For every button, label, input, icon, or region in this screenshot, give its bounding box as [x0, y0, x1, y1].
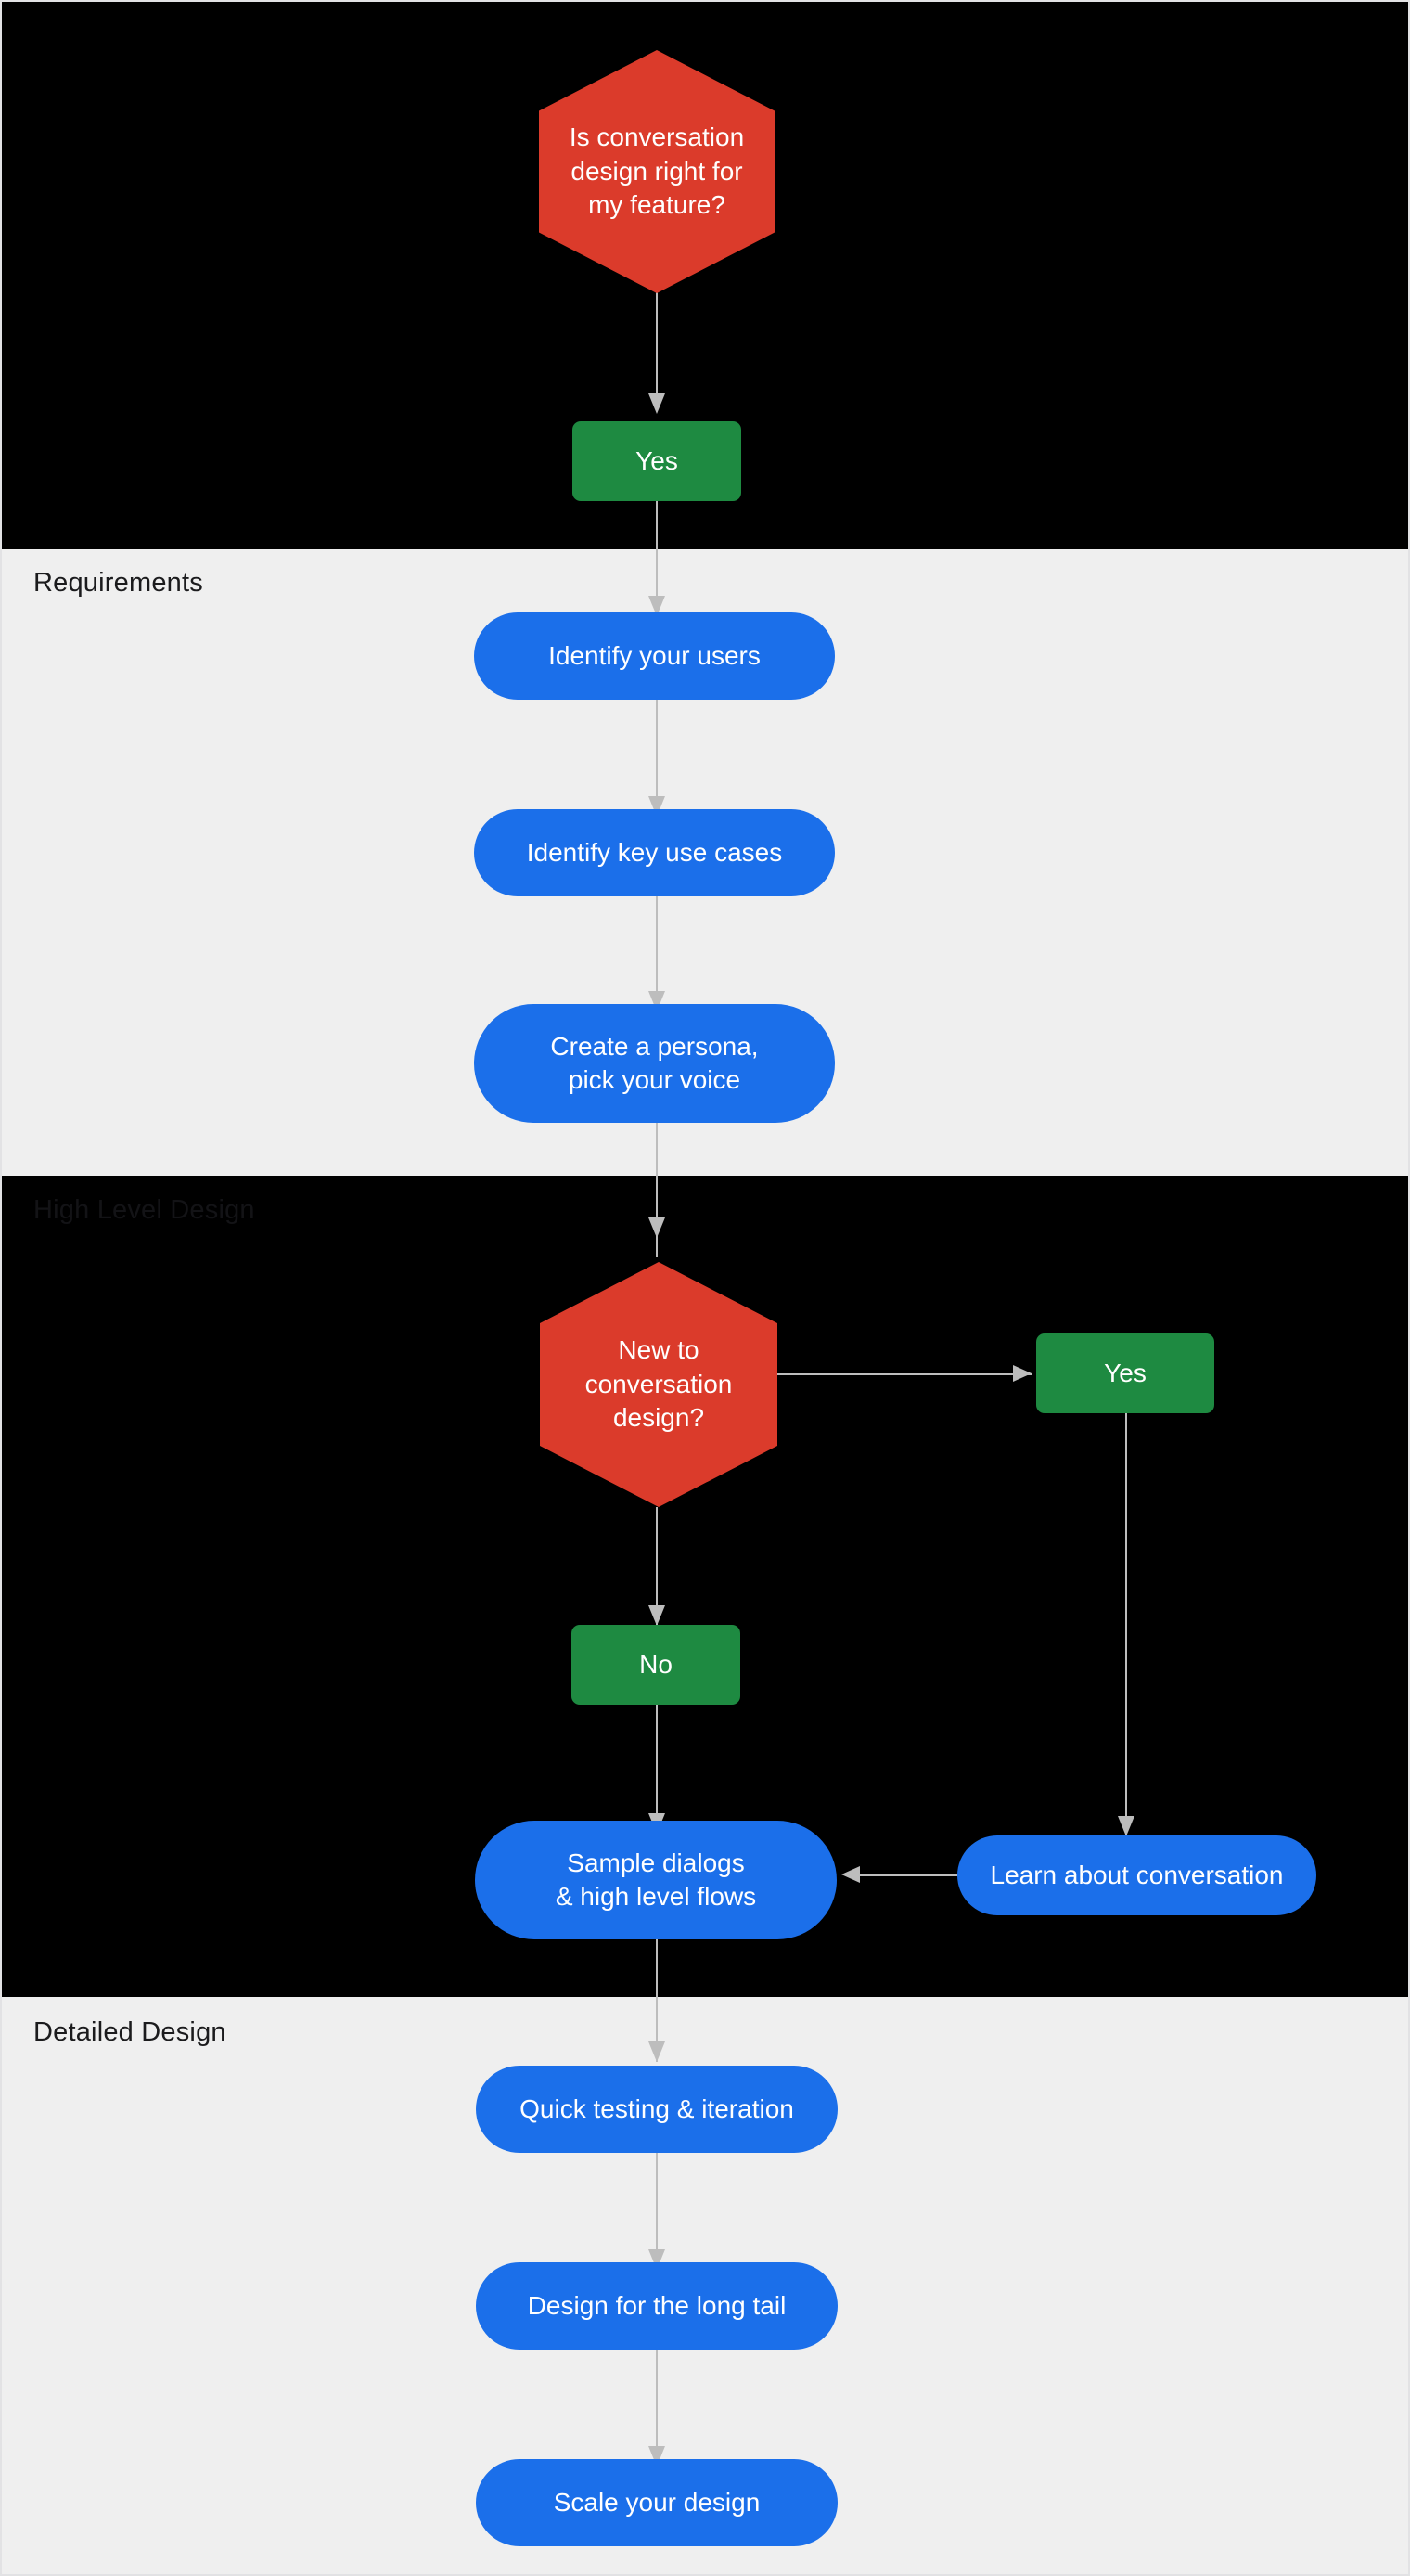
node-terminator-no[interactable]: No	[571, 1625, 740, 1705]
arrowhead-decision1-to-yes	[648, 393, 665, 414]
arrowhead-yes-to-learn-about-conversation	[1118, 1816, 1134, 1836]
arrowhead-decision2-to-no	[648, 1605, 665, 1626]
node-process-quick-testing-iteration[interactable]: Quick testing & iteration	[476, 2066, 838, 2153]
connector-persona-to-decision2	[656, 1123, 658, 1257]
node-terminator-yes-high-level-design[interactable]: Yes	[1036, 1333, 1214, 1413]
connector-yes-to-learn-about-conversation	[1125, 1413, 1127, 1835]
connector-use-cases-to-persona	[656, 896, 658, 1011]
arrowhead-learn-to-sample-dialogs	[841, 1866, 860, 1883]
arrowhead-yes-to-identify-users	[648, 596, 665, 616]
connector-decision1-to-yes	[656, 288, 658, 403]
connector-no-to-sample-dialogs	[656, 1705, 658, 1846]
arrowhead-persona-to-decision2	[648, 1217, 665, 1238]
arrowhead-sample-dialogs-to-quick-testing	[648, 2041, 665, 2062]
connector-yes-to-identify-users	[656, 501, 658, 611]
node-terminator-yes-top[interactable]: Yes	[572, 421, 741, 501]
connector-decision2-to-no	[656, 1507, 658, 1635]
node-process-identify-your-users[interactable]: Identify your users	[474, 612, 835, 700]
node-process-create-a-persona[interactable]: Create a persona, pick your voice	[474, 1004, 835, 1123]
node-process-scale-your-design[interactable]: Scale your design	[476, 2459, 838, 2546]
section-label-detailed-design: Detailed Design	[33, 2017, 226, 2047]
connector-sample-dialogs-to-quick-testing	[656, 1939, 658, 2062]
arrowhead-decision2-to-yes	[1013, 1365, 1032, 1382]
connector-learn-to-sample-dialogs	[860, 1874, 957, 1876]
connector-identify-users-to-use-cases	[656, 700, 658, 815]
node-process-design-for-the-long-tail[interactable]: Design for the long tail	[476, 2262, 838, 2350]
section-label-requirements: Requirements	[33, 568, 203, 598]
node-process-sample-dialogs-high-level-flows[interactable]: Sample dialogs & high level flows	[475, 1821, 837, 1939]
connector-quick-testing-to-long-tail	[656, 2153, 658, 2268]
connector-decision2-to-yes	[776, 1373, 1032, 1375]
section-label-high-level-design: High Level Design	[33, 1195, 255, 1225]
connector-long-tail-to-scale-design	[656, 2350, 658, 2465]
node-process-learn-about-conversation[interactable]: Learn about conversation	[957, 1835, 1316, 1915]
node-decision-new-to-conversation-design[interactable]: New to conversation design?	[540, 1262, 777, 1507]
node-process-identify-key-use-cases[interactable]: Identify key use cases	[474, 809, 835, 896]
